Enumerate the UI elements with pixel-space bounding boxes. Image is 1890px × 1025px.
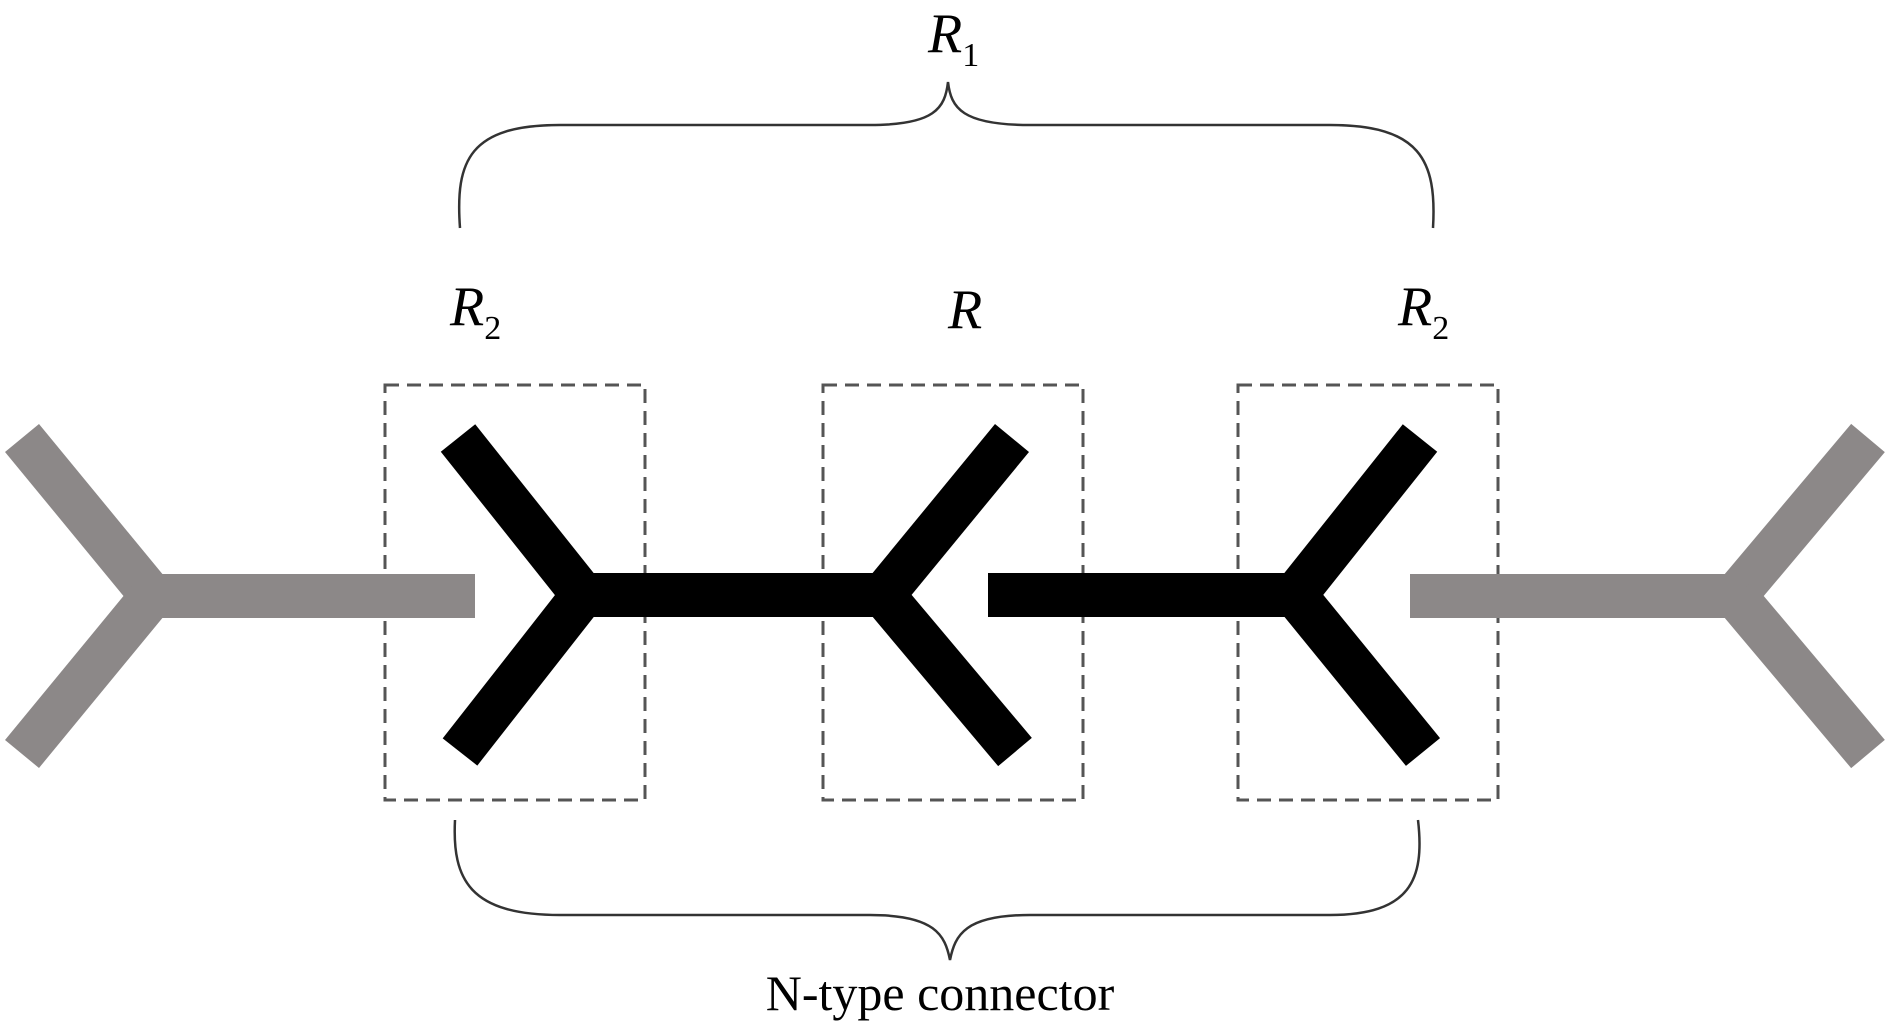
- connector-outer-left: [5, 424, 475, 768]
- bottom-brace: [453, 819, 1421, 961]
- connector-left: [440, 424, 883, 766]
- connector-right: [988, 424, 1441, 766]
- connector-outer-right: [1410, 423, 1885, 769]
- connector-center: [866, 424, 1032, 767]
- label-r2-right: R2: [1397, 276, 1449, 347]
- caption-n-type-connector: N-type connector: [766, 965, 1115, 1021]
- top-brace: [457, 81, 1435, 229]
- label-r-center: R: [947, 279, 982, 341]
- label-r2-left: R2: [449, 276, 501, 347]
- label-r1: R1: [927, 3, 979, 74]
